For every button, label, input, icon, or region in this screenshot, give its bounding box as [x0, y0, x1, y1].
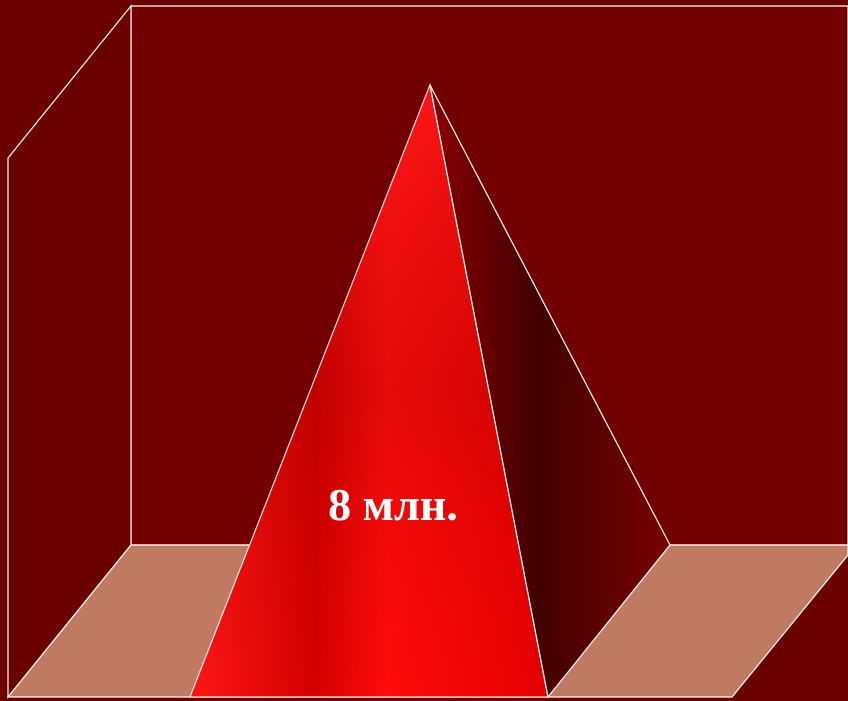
data-label: 8 млн. — [328, 479, 458, 530]
